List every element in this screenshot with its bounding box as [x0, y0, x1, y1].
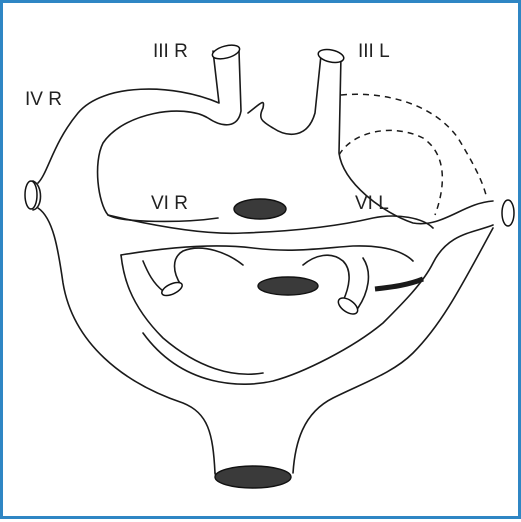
- label-vi-l: VI L: [355, 193, 389, 214]
- label-iii-r: III R: [153, 41, 188, 62]
- aortic-sac-lumen: [234, 199, 286, 219]
- vi-l-opening: [336, 295, 361, 317]
- dashed-arch-outer: [341, 94, 487, 199]
- aortic-arch-diagram: III R III L IV R VI R VI L: [3, 3, 521, 522]
- iii-r-opening: [211, 43, 241, 62]
- iii-l-opening: [317, 47, 345, 64]
- descending-trunk: [215, 228, 493, 481]
- descending-aorta-lumen: [215, 466, 291, 488]
- label-iv-r: IV R: [25, 89, 62, 110]
- iii-l-trunk: [248, 55, 321, 134]
- iv-l-opening: [502, 200, 514, 226]
- vi-r-loop: [143, 248, 243, 291]
- vi-r-opening: [160, 280, 184, 298]
- iv-r-opening: [25, 181, 37, 209]
- outer-left-arch: [38, 51, 219, 473]
- pulmonary-trunk-lumen: [258, 277, 318, 295]
- central-lower-wall: [121, 246, 413, 261]
- label-vi-r: VI R: [151, 193, 188, 214]
- label-iii-l: III L: [358, 41, 390, 62]
- lower-inner-arch: [121, 255, 263, 374]
